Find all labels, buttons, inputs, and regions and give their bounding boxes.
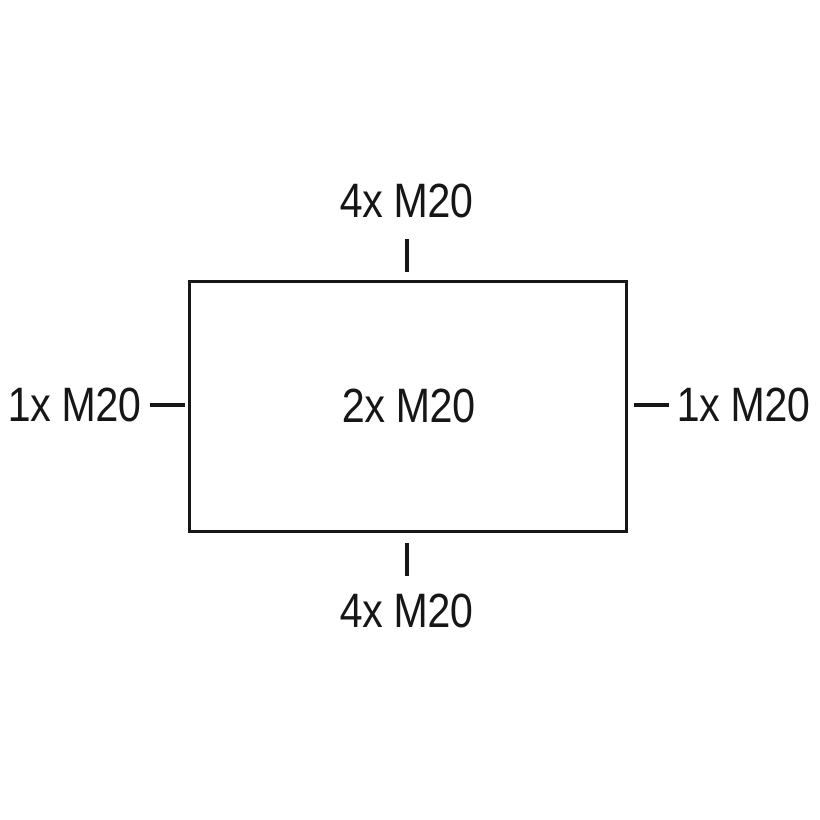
bottom-entry-label-text: 4x M20 [339, 585, 473, 638]
bottom-entry-tick [405, 543, 409, 576]
left-entry-tick [150, 403, 185, 407]
top-entry-label-text: 4x M20 [339, 175, 473, 228]
right-entry-label: 1x M20 [666, 382, 820, 430]
center-entry-label-text: 2x M20 [341, 379, 475, 433]
enclosure-outline: 2x M20 [188, 280, 628, 533]
center-entry-label: 2x M20 [331, 379, 485, 433]
right-entry-label-text: 1x M20 [676, 379, 810, 432]
left-entry-label: 1x M20 [0, 382, 151, 430]
left-entry-label-text: 1x M20 [7, 379, 141, 432]
top-entry-tick [405, 239, 409, 272]
right-entry-tick [634, 403, 669, 407]
bottom-entry-label: 4x M20 [329, 588, 483, 636]
top-entry-label: 4x M20 [329, 178, 483, 226]
